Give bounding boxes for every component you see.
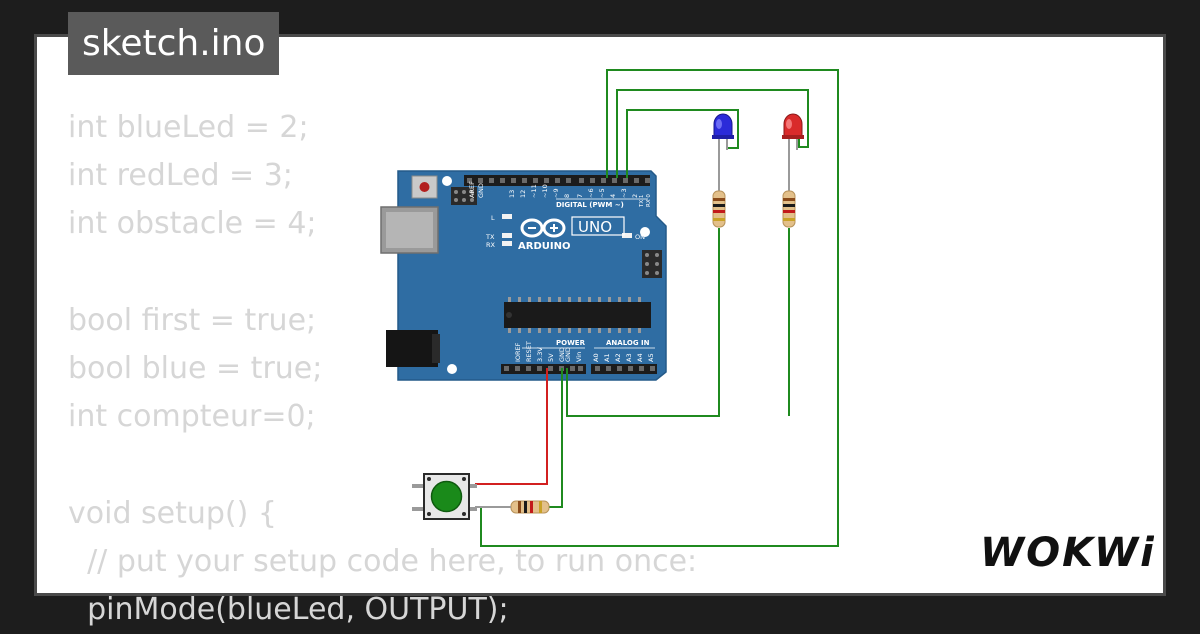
code-line: int redLed = 3; xyxy=(68,158,293,194)
pin-label: ~9 xyxy=(552,188,560,198)
pin-label: A0 xyxy=(592,353,600,362)
pin-label: ~5 xyxy=(598,188,606,198)
code-line: int blueLed = 2; xyxy=(68,110,309,145)
wokwi-logo-text: WOKWi xyxy=(980,530,1154,576)
pin-label: 3.3V xyxy=(536,347,544,362)
resistor-icon[interactable] xyxy=(475,500,550,514)
arduino-uno-board[interactable]: AREF GND 13 12 ~11 ~10 ~9 8 7 ~6 ~5 4 ~3… xyxy=(380,170,667,381)
pin-label: 7 xyxy=(576,194,584,198)
mounting-hole xyxy=(640,227,650,237)
wire-blue-resistor-gnd[interactable] xyxy=(566,228,720,417)
arduino-infinity-logo-icon xyxy=(520,218,566,238)
pin-label: A3 xyxy=(625,353,633,362)
board-model: UNO xyxy=(578,218,612,236)
wire-pin3-red-led[interactable] xyxy=(616,89,809,178)
reset-button-icon[interactable] xyxy=(411,175,438,199)
status-leds: L TX RX ON xyxy=(485,214,645,249)
digital-label: DIGITAL (PWM ~) xyxy=(556,201,624,209)
file-tab-title: sketch.ino xyxy=(82,23,266,64)
pin-label: ~10 xyxy=(541,184,549,198)
led-l-label: L xyxy=(491,214,495,222)
pin-label: A4 xyxy=(636,353,644,362)
pin-label: GND xyxy=(558,347,566,362)
pin-label: RX 0 xyxy=(646,194,652,207)
pin-label: 4 xyxy=(609,194,617,198)
pin-label: Vin xyxy=(575,352,583,362)
pin-label: 8 xyxy=(563,194,571,198)
mounting-hole xyxy=(447,364,457,374)
pin-label: TX 1 xyxy=(639,195,645,208)
pin-label: RESET xyxy=(525,341,533,362)
pin-label: A5 xyxy=(647,353,655,362)
pin-label: 2 xyxy=(631,194,639,198)
led-rx-label: RX xyxy=(486,241,496,249)
code-line: int obstacle = 4; xyxy=(68,206,317,242)
red-led-icon[interactable] xyxy=(782,113,804,194)
pin-label: IOREF xyxy=(514,342,522,362)
pin-label: GND xyxy=(477,183,485,198)
pin-label: 5V xyxy=(547,353,555,362)
pin-label: ~6 xyxy=(587,188,595,198)
usb-port-icon xyxy=(380,206,439,254)
code-line: bool blue = true; xyxy=(68,351,323,387)
pin-label: A2 xyxy=(614,353,622,362)
pin-label: GND xyxy=(564,347,572,362)
pin-label: A1 xyxy=(603,353,611,362)
led-on-label: ON xyxy=(635,233,645,241)
wire-button-resistor-gnd[interactable] xyxy=(549,368,563,508)
icsp-header xyxy=(451,187,477,205)
pin-label: ~11 xyxy=(530,184,538,198)
file-tab[interactable]: sketch.ino xyxy=(68,12,280,75)
pushbutton-icon[interactable] xyxy=(412,473,477,520)
mounting-hole xyxy=(442,176,452,186)
power-label: POWER xyxy=(556,339,586,347)
wokwi-logo-icon: WOKWi xyxy=(980,530,1154,576)
code-line: pinMode(blueLed, OUTPUT); xyxy=(68,592,509,628)
code-editor: int blueLed = 2; int redLed = 3; int obsta… xyxy=(68,104,697,634)
power-header[interactable] xyxy=(501,364,586,374)
resistor-icon[interactable] xyxy=(712,190,726,228)
board-brand: ARDUINO xyxy=(518,241,570,252)
pin-label: AREF xyxy=(468,181,476,198)
led-tx-label: TX xyxy=(485,233,495,241)
resistor-icon[interactable] xyxy=(782,190,796,228)
digital-header[interactable] xyxy=(464,175,650,186)
power-jack-icon xyxy=(386,330,440,367)
blue-led-icon[interactable] xyxy=(712,113,734,194)
code-line: bool first = true; xyxy=(68,302,317,338)
wire-5v-button[interactable] xyxy=(475,368,548,485)
pin-label: 12 xyxy=(519,190,527,198)
analog-header[interactable] xyxy=(591,364,657,374)
analog-label: ANALOG IN xyxy=(606,339,650,347)
icsp-header xyxy=(642,250,662,278)
pin-label: 13 xyxy=(508,190,516,198)
pin-label: ~3 xyxy=(620,188,628,198)
atmega-chip xyxy=(504,297,651,333)
code-line: int compteur=0; xyxy=(68,399,316,435)
code-line: // put your setup code here, to run once… xyxy=(68,543,698,579)
code-line: void setup() { xyxy=(68,495,277,531)
